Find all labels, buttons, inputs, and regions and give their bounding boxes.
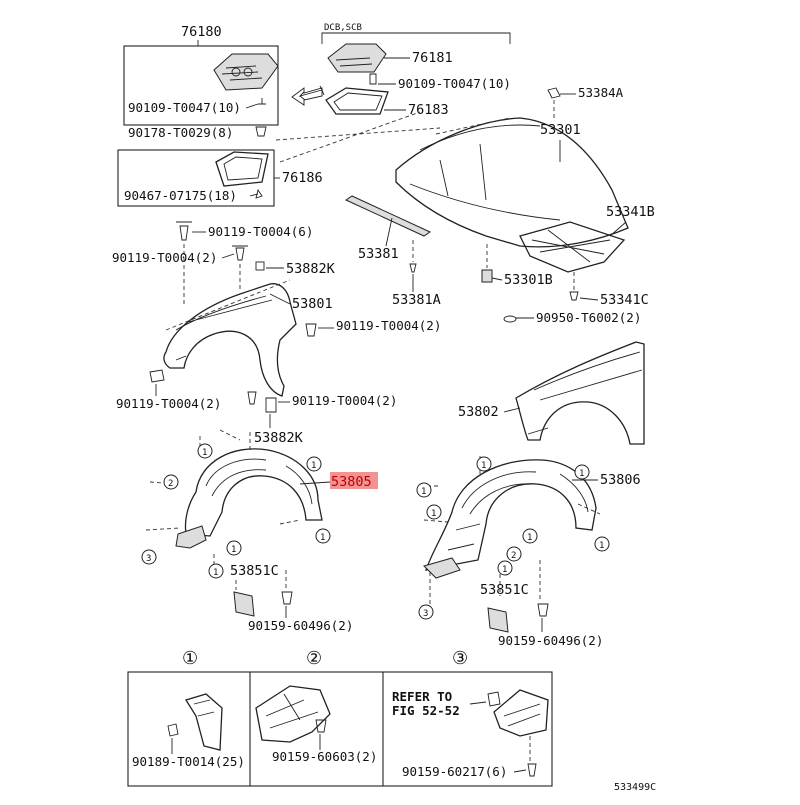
seal-53851c-b-part[interactable] <box>487 607 509 633</box>
liner-53806-part[interactable] <box>425 459 597 571</box>
svg-text:1: 1 <box>231 545 236 555</box>
group-liner-53805: 1 1 2 1 1 3 1 53805 53851C 90159-60496(2… <box>141 429 378 633</box>
label-90119-b[interactable]: 90119-T0004(2) <box>112 250 217 265</box>
refer-text-line-2[interactable]: FIG 52-52 <box>392 703 460 718</box>
label-90109-a[interactable]: 90109-T0047(10) <box>128 100 241 115</box>
label-90119-a[interactable]: 90119-T0004(6) <box>208 224 313 239</box>
svg-text:1: 1 <box>579 469 584 479</box>
label-76180[interactable]: 76180 <box>181 24 222 40</box>
label-90189[interactable]: 90189-T0014(25) <box>132 754 245 769</box>
detail-3-number: ③ <box>452 648 468 669</box>
detail-2-number: ② <box>306 648 322 669</box>
svg-text:1: 1 <box>599 541 604 551</box>
label-53301[interactable]: 53301 <box>540 122 581 138</box>
seal-53851c-a-part[interactable] <box>233 591 255 617</box>
label-53341c[interactable]: 53341C <box>600 292 649 308</box>
label-90119-d[interactable]: 90119-T0004(2) <box>116 396 221 411</box>
label-53301b[interactable]: 53301B <box>504 272 553 288</box>
gasket-76186-part[interactable] <box>215 151 269 187</box>
group-76180: 76180 90109-T0047(10) 90178-T0029(8) <box>123 24 279 140</box>
label-53851c-b[interactable]: 53851C <box>480 582 529 598</box>
label-90159-d[interactable]: 90159-60217(6) <box>402 764 507 779</box>
label-53806[interactable]: 53806 <box>600 472 641 488</box>
group-hood: 53301 53384A 53341B 53381 53381A 53301B … <box>344 85 655 325</box>
label-76186[interactable]: 76186 <box>282 170 323 186</box>
group-dcb-scb: DCB,SCB 76181 90109-T0047(10) 76183 <box>321 23 511 118</box>
label-53341b[interactable]: 53341B <box>606 204 655 220</box>
detail-3-part[interactable] <box>493 689 549 737</box>
svg-text:3: 3 <box>423 609 428 619</box>
label-90119-e[interactable]: 90119-T0004(2) <box>292 393 397 408</box>
label-53882k-b[interactable]: 53882K <box>254 430 304 446</box>
gasket-76183-part[interactable] <box>325 87 389 115</box>
group-right-fender: 53802 <box>458 341 645 445</box>
label-90119-c[interactable]: 90119-T0004(2) <box>336 318 441 333</box>
svg-text:1: 1 <box>502 565 507 575</box>
label-53882k-a[interactable]: 53882K <box>286 261 336 277</box>
svg-text:1: 1 <box>311 461 316 471</box>
label-76183[interactable]: 76183 <box>408 102 449 118</box>
fender-53801-part[interactable] <box>163 283 297 397</box>
svg-text:2: 2 <box>168 479 173 489</box>
label-53381a[interactable]: 53381A <box>392 292 441 308</box>
detail-panel: ① ② ③ 90189-T0014(25) 90159-60603(2) REF… <box>127 648 553 787</box>
group-liner-53806: 1 1 1 1 1 2 1 1 3 53806 53851C 90159-604… <box>416 456 641 648</box>
label-90159-b[interactable]: 90159-60496(2) <box>498 633 603 648</box>
label-53384a[interactable]: 53384A <box>578 85 624 100</box>
label-53851c-a[interactable]: 53851C <box>230 563 279 579</box>
group-76186: 90467-07175(18) 76186 <box>117 149 323 207</box>
detail-1-part[interactable] <box>184 693 223 751</box>
scoop-76181-part[interactable] <box>327 43 387 73</box>
svg-text:1: 1 <box>421 487 426 497</box>
hood-scoop-part[interactable] <box>213 53 279 91</box>
svg-text:1: 1 <box>320 533 325 543</box>
arrow-indicator <box>298 85 325 101</box>
diagram-id: 533499C <box>614 782 656 793</box>
refer-text-line-1[interactable]: REFER TO <box>392 689 452 704</box>
label-90178[interactable]: 90178-T0029(8) <box>128 125 233 140</box>
label-90159-c[interactable]: 90159-60603(2) <box>272 749 377 764</box>
seal-53381-part[interactable] <box>344 195 432 237</box>
insulator-53341b-part[interactable] <box>519 221 626 273</box>
svg-text:1: 1 <box>481 461 486 471</box>
highlight-53805 <box>330 472 378 489</box>
detail-2-part[interactable] <box>255 685 331 743</box>
label-90159-a[interactable]: 90159-60496(2) <box>248 618 353 633</box>
label-53802[interactable]: 53802 <box>458 404 499 420</box>
liner-53805-part[interactable] <box>184 448 323 537</box>
svg-text:3: 3 <box>146 554 151 564</box>
group-left-fender: 90119-T0004(6) 90119-T0004(2) 53882K 538… <box>112 221 441 446</box>
label-90467[interactable]: 90467-07175(18) <box>124 188 237 203</box>
label-53805[interactable]: 53805 <box>331 474 372 490</box>
label-90109-b[interactable]: 90109-T0047(10) <box>398 76 511 91</box>
label-53801[interactable]: 53801 <box>292 296 333 312</box>
label-76181[interactable]: 76181 <box>412 50 453 66</box>
svg-text:1: 1 <box>431 509 436 519</box>
detail-1-number: ① <box>182 648 198 669</box>
svg-text:1: 1 <box>213 568 218 578</box>
hood-53301-part[interactable] <box>395 117 629 248</box>
svg-text:1: 1 <box>527 533 532 543</box>
fender-53802-part[interactable] <box>515 341 645 445</box>
svg-text:2: 2 <box>511 551 516 561</box>
label-dcb-scb: DCB,SCB <box>324 23 362 33</box>
label-90950[interactable]: 90950-T6002(2) <box>536 310 641 325</box>
label-53381[interactable]: 53381 <box>358 246 399 262</box>
svg-text:1: 1 <box>202 448 207 458</box>
